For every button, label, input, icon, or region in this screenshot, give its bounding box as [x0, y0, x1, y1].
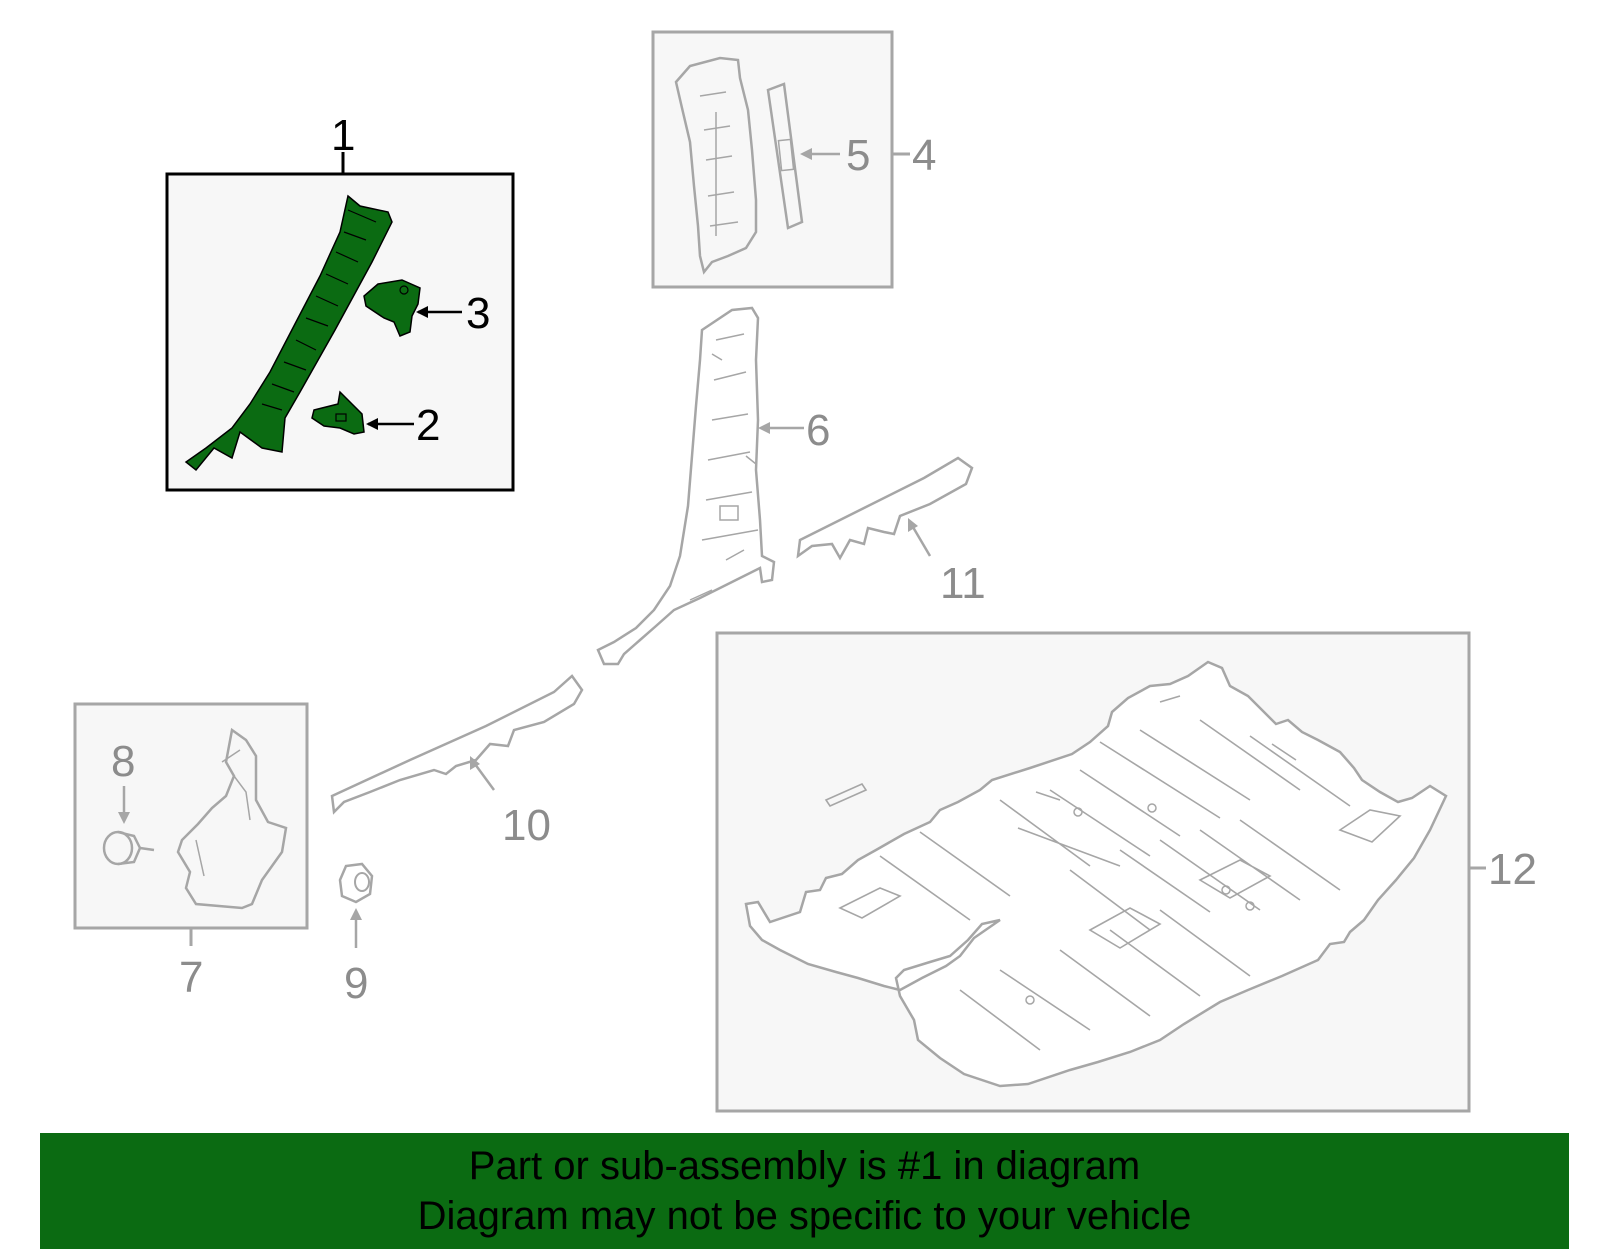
- part-7-group[interactable]: 7 8: [73, 702, 309, 1002]
- callout-4: 4: [912, 131, 936, 180]
- nut-9-shape: [338, 862, 374, 904]
- callout-1: 1: [331, 111, 355, 160]
- part-12-group[interactable]: 12: [715, 631, 1537, 1113]
- scuff-11-shape: [796, 456, 974, 561]
- part-1-group[interactable]: 1 2 3: [165, 111, 515, 492]
- clip-3-hole: [399, 285, 409, 295]
- info-banner: Part or sub-assembly is #1 in diagram Di…: [40, 1133, 1569, 1249]
- callout-5: 5: [846, 131, 870, 180]
- callout-10: 10: [502, 801, 551, 850]
- floor-carpet-details: [824, 695, 1402, 1051]
- strip-5-shape: [766, 82, 804, 230]
- callout-9: 9: [344, 959, 368, 1008]
- callout-6: 6: [806, 406, 830, 455]
- scuff-10-shape: [330, 674, 584, 815]
- kick-panel-shape: [176, 727, 288, 910]
- b-pillar-lower-shape: [596, 306, 776, 666]
- callout-7: 7: [179, 953, 203, 1002]
- callout-3: 3: [466, 289, 490, 338]
- floor-carpet-shape: [744, 660, 1448, 1088]
- callout-11: 11: [940, 559, 986, 608]
- part-9-group[interactable]: 9: [338, 862, 374, 1008]
- b-pillar-upper-shape: [674, 56, 758, 275]
- clip-2-shape: [311, 390, 365, 435]
- part-7-box: [73, 702, 309, 930]
- part-6-group[interactable]: 6: [596, 306, 830, 666]
- a-pillar-ribs: [261, 209, 377, 411]
- clip-2-slot: [335, 413, 347, 422]
- callout-12: 12: [1488, 845, 1537, 894]
- banner-line-1: Part or sub-assembly is #1 in diagram: [468, 1144, 1141, 1188]
- banner-line-2: Diagram may not be specific to your vehi…: [417, 1194, 1192, 1238]
- a-pillar-trim-shape: [184, 194, 393, 472]
- callout-8: 8: [111, 737, 135, 786]
- part-11-group[interactable]: 11: [796, 456, 986, 608]
- part-4-group[interactable]: 4 5: [651, 30, 936, 289]
- callout-2: 2: [416, 401, 440, 450]
- part-10-group[interactable]: 10: [330, 674, 584, 850]
